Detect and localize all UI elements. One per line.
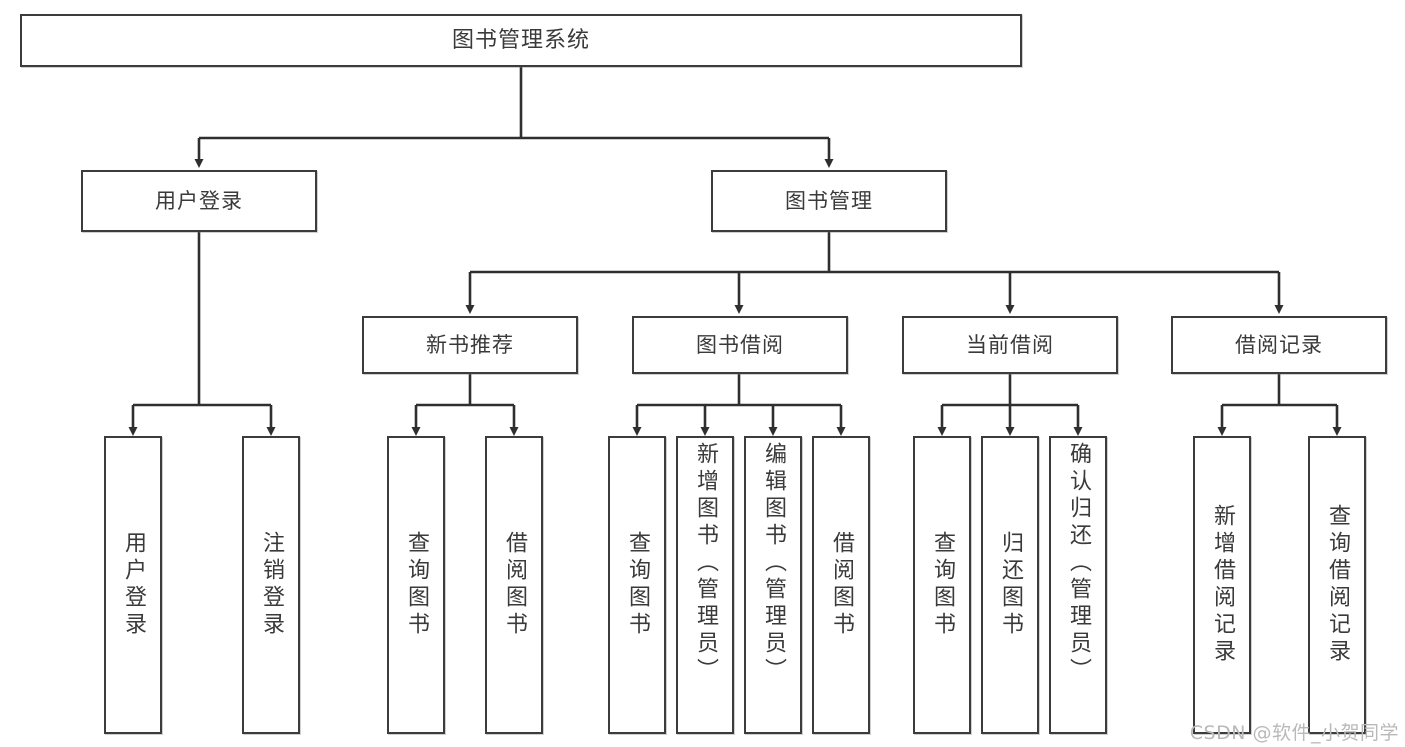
- node-label: 借阅图书: [502, 531, 527, 639]
- node-book-management[interactable]: 图书管理: [711, 170, 947, 232]
- leaf-confirm-return-admin[interactable]: 确认归还（管理员）: [1049, 436, 1107, 734]
- node-label: 新书推荐: [426, 332, 514, 357]
- leaf-edit-book-admin[interactable]: 编辑图书（管理员）: [744, 436, 802, 734]
- node-label: 当前借阅: [966, 332, 1054, 357]
- node-current-borrow[interactable]: 当前借阅: [902, 316, 1118, 374]
- leaf-query-book-recommend[interactable]: 查询图书: [387, 436, 445, 734]
- node-label: 图书借阅: [696, 332, 784, 357]
- node-book-borrow[interactable]: 图书借阅: [632, 316, 848, 374]
- leaf-query-book-current[interactable]: 查询图书: [913, 436, 971, 734]
- node-user-login[interactable]: 用户登录: [81, 170, 317, 232]
- node-label: 借阅图书: [829, 531, 854, 639]
- leaf-query-borrow-record[interactable]: 查询借阅记录: [1308, 436, 1366, 734]
- leaf-return-book[interactable]: 归还图书: [981, 436, 1039, 734]
- leaf-add-borrow-record[interactable]: 新增借阅记录: [1193, 436, 1251, 734]
- leaf-logout-login[interactable]: 注销登录: [242, 436, 300, 734]
- node-label: 图书管理系统: [451, 27, 590, 53]
- node-label: 图书管理: [785, 188, 873, 213]
- leaf-query-book-borrow[interactable]: 查询图书: [608, 436, 666, 734]
- watermark: CSDN @软件_小贺同学: [1189, 722, 1399, 744]
- node-label: 新增借阅记录: [1210, 504, 1235, 666]
- node-root-system[interactable]: 图书管理系统: [20, 14, 1022, 67]
- leaf-borrow-book[interactable]: 借阅图书: [812, 436, 870, 734]
- node-label: 注销登录: [259, 531, 284, 639]
- node-label: 查询图书: [404, 531, 429, 639]
- node-label: 归还图书: [998, 531, 1023, 639]
- node-label: 用户登录: [155, 188, 243, 213]
- node-label: 查询图书: [625, 531, 650, 639]
- leaf-user-login[interactable]: 用户登录: [104, 436, 162, 734]
- node-label: 查询借阅记录: [1325, 504, 1350, 666]
- node-label: 新增图书（管理员）: [693, 442, 718, 685]
- leaf-add-book-admin[interactable]: 新增图书（管理员）: [676, 436, 734, 734]
- node-label: 编辑图书（管理员）: [761, 442, 786, 685]
- leaf-borrow-book-recommend[interactable]: 借阅图书: [485, 436, 543, 734]
- node-label: 查询图书: [930, 531, 955, 639]
- node-new-book-recommend[interactable]: 新书推荐: [362, 316, 578, 374]
- node-label: 用户登录: [121, 531, 146, 639]
- node-borrow-record[interactable]: 借阅记录: [1171, 316, 1387, 374]
- node-label: 确认归还（管理员）: [1066, 442, 1091, 685]
- node-label: 借阅记录: [1235, 332, 1323, 357]
